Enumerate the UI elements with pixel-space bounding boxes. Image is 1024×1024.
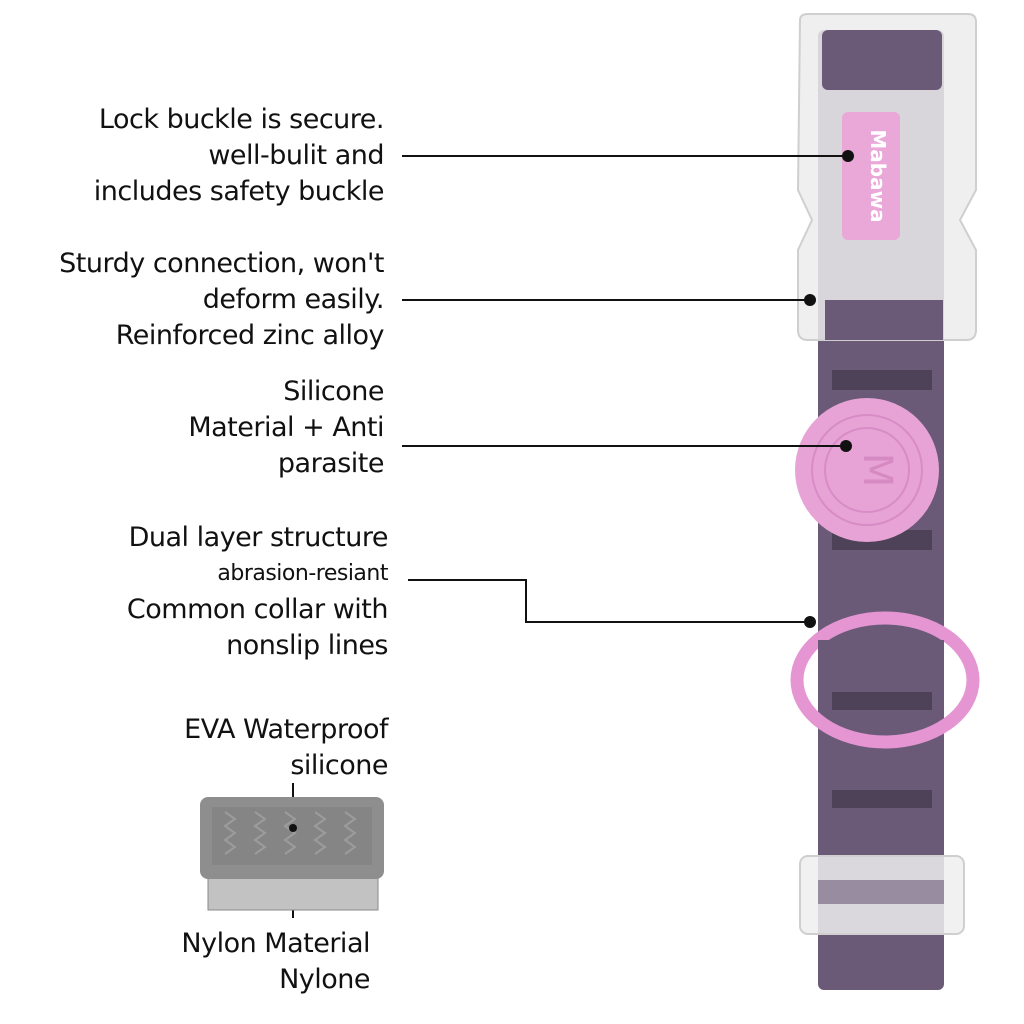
material-label-line: EVA Waterproof xyxy=(184,714,388,745)
callout-line: Material + Anti xyxy=(188,412,384,443)
callout-line: Dual layer structure xyxy=(128,522,389,553)
callout-line: well-bulit and xyxy=(208,140,384,171)
brand-label: Mabawa xyxy=(866,129,890,222)
safety-buckle: Mabawa xyxy=(796,13,977,341)
callout-silicone: Silicone Material + Anti parasite xyxy=(188,374,384,482)
pointer-dot xyxy=(842,150,854,162)
callout-line: deform easily. xyxy=(202,284,385,315)
pointer-dot xyxy=(804,294,816,306)
callout-line: Silicone xyxy=(283,376,384,407)
callout-line: Reinforced zinc alloy xyxy=(115,320,385,351)
pointer-dot xyxy=(804,616,816,628)
callout-line: Common collar with xyxy=(126,594,389,625)
callout-zinc-alloy: Sturdy connection, won't deform easily. … xyxy=(59,246,384,354)
pointer-dot xyxy=(840,440,852,452)
material-label-line: Nylon Material xyxy=(181,928,370,959)
d-ring xyxy=(790,611,980,749)
medallion-letter: M xyxy=(854,453,900,488)
callout-line: includes safety buckle xyxy=(93,176,385,207)
material-bottom-label: Nylon Material Nylone xyxy=(181,926,370,998)
callout-line: Lock buckle is secure. xyxy=(98,104,385,135)
callout-line: parasite xyxy=(277,448,385,479)
callout-line: Sturdy connection, won't xyxy=(59,248,384,279)
silicone-medallion: M xyxy=(795,398,939,542)
callout-lock-buckle: Lock buckle is secure. well-bulit and in… xyxy=(93,102,385,210)
callout-dual-layer: Dual layer structure abrasion-resiant Co… xyxy=(126,520,389,664)
material-cross-section xyxy=(200,797,384,911)
material-top-label: EVA Waterproof silicone xyxy=(184,712,388,784)
callout-line: abrasion-resiant xyxy=(217,561,388,586)
material-label-line: Nylone xyxy=(279,964,370,995)
callout-line: nonslip lines xyxy=(226,630,388,661)
leader-lines xyxy=(292,155,848,918)
material-label-line: silicone xyxy=(290,750,388,781)
